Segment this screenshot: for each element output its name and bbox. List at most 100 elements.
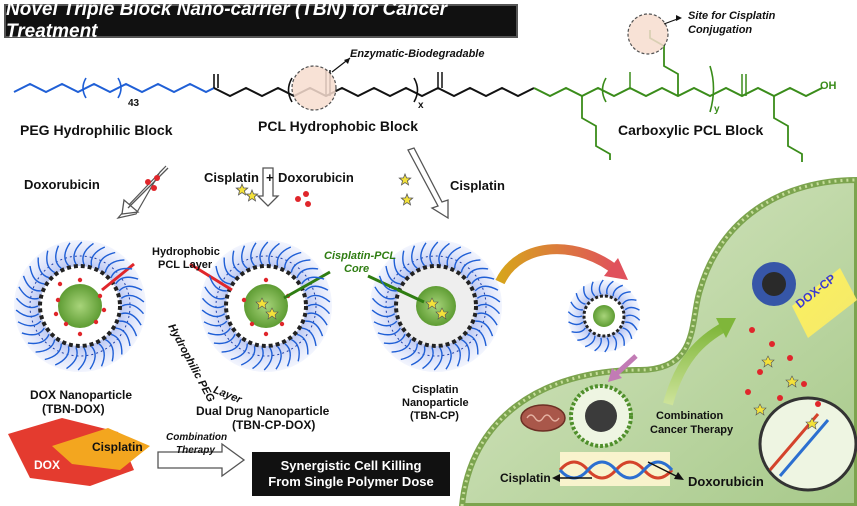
peg-brush-strand — [55, 245, 62, 269]
combination-arrow — [157, 442, 246, 478]
peg-brush-strand — [460, 259, 481, 273]
pcl-block-label: PCL Hydrophobic Block — [258, 118, 418, 134]
peg-brush-strand — [618, 331, 625, 346]
peg-brush-strand — [594, 337, 602, 352]
dual-np-line1: Dual Drug Nanoparticle — [196, 404, 330, 418]
peg-brush-strand — [422, 347, 434, 370]
peg-brush-strand — [454, 343, 461, 367]
cp-np-line3: (TBN-CP) — [410, 410, 459, 422]
peg-brush-strand — [371, 297, 395, 309]
peg-brush-strand — [411, 245, 418, 269]
peg-brush-strand — [460, 338, 470, 362]
peg-brush-strand — [17, 320, 42, 327]
peg-brush-strand — [617, 291, 631, 300]
peg-brush-strand — [575, 292, 586, 305]
cisplatin-core-line2: Core — [344, 263, 370, 275]
peg-brush-strand — [46, 250, 56, 274]
combination-line1: Combination — [166, 432, 228, 443]
peg-brush-strand — [571, 327, 587, 334]
peg-brush-strand — [15, 297, 39, 309]
enzymatic-label: Enzymatic-Biodegradable — [350, 48, 485, 60]
peg-brush-strand — [378, 275, 397, 292]
peg-brush-strand — [445, 345, 452, 370]
cisplatin-star-1 — [245, 188, 259, 202]
peg-brush-strand — [374, 286, 395, 300]
cell-combo-line2: Cancer Therapy — [650, 424, 734, 436]
peg-brush-strand — [466, 267, 489, 278]
dox-np-line2: (TBN-DOX) — [42, 402, 105, 416]
peg-brush-strand — [476, 294, 501, 303]
peg-brush-strand — [221, 339, 242, 353]
synergy-box: Synergistic Cell Killing From Single Pol… — [252, 452, 450, 496]
peg-brush-strand — [307, 303, 331, 315]
cisplatin-star-3 — [400, 192, 414, 206]
cell-scene — [458, 176, 857, 506]
peg-brush-strand — [583, 286, 590, 301]
peg-brush-strand — [66, 347, 78, 370]
peg-brush-strand — [383, 334, 406, 345]
peg-brush-strand — [377, 327, 401, 336]
y-subscript: y — [714, 104, 720, 115]
peg-brush-strand — [433, 347, 443, 371]
peg-brush-strand — [290, 338, 300, 362]
cp-np-line2: Nanoparticle — [402, 397, 469, 409]
peg-brush-strand — [625, 321, 638, 331]
peg-brush-strand — [606, 280, 614, 295]
peg-brush-strand — [223, 257, 236, 279]
peg-brush-strand — [301, 327, 317, 347]
peg-brush-strand — [577, 332, 591, 341]
dox-dots-1 — [145, 175, 160, 191]
x-subscript: x — [418, 100, 424, 111]
peg-brush-strand — [201, 309, 226, 318]
peg-brush-strand — [438, 242, 450, 265]
peg-brush-strand — [429, 241, 439, 265]
peg-brush-strand — [624, 306, 640, 311]
dox-np-line1: DOX Nanoparticle — [30, 388, 133, 402]
arrow-cp-down — [407, 147, 449, 220]
peg-brush-strand — [466, 333, 479, 355]
peg-brush-strand — [119, 320, 138, 337]
cisplatin-star-2 — [398, 172, 412, 186]
peg-brush-strand — [121, 312, 142, 326]
hydrophobic-label-line1: Hydrophobic — [152, 246, 220, 258]
plus-label: + — [266, 170, 274, 185]
peg-brush-strand — [296, 333, 309, 355]
peg-brush-strand — [90, 246, 106, 266]
peg-brush-strand — [110, 267, 133, 278]
dox-dots-2 — [295, 191, 311, 207]
peg-brush-strand — [241, 245, 248, 269]
peg-brush-strand — [118, 285, 143, 292]
peg-brush-strand — [121, 303, 145, 315]
cp-np-line1: Cisplatin — [412, 384, 459, 396]
peg-brush-strand — [305, 320, 324, 337]
doxorubicin-combo-label: Doxorubicin — [278, 170, 354, 185]
peg-brush-strand — [104, 338, 114, 362]
nanoparticle-tbn-dox — [14, 240, 146, 372]
peg-brush-strand — [73, 241, 83, 265]
peg-brush-strand — [104, 259, 125, 273]
hydrophobic-label-line2: PCL Layer — [158, 259, 213, 271]
peg-brush-strand — [598, 279, 604, 295]
peg-brush-strand — [115, 276, 139, 285]
peg-brush-strand — [284, 343, 291, 367]
site-label-line1: Site for Cisplatin — [688, 10, 776, 22]
handshake-dox: DOX — [34, 458, 61, 472]
cisplatin-core-line1: Cisplatin-PCL — [324, 250, 397, 262]
enzymatic-site-circle — [291, 65, 337, 111]
peg-brush-strand — [584, 335, 596, 348]
synergy-line1: Synergistic Cell Killing — [280, 458, 422, 473]
peg-brush-strand — [475, 320, 494, 337]
peg-brush-strand — [250, 242, 257, 267]
peg-brush-strand — [446, 246, 462, 266]
peg-brush-strand — [612, 335, 618, 351]
cell-cisplatin-label: Cisplatin — [500, 471, 551, 485]
peg-brush-strand — [18, 286, 39, 300]
peg-brush-strand — [568, 321, 584, 326]
peg-brush-strand — [22, 275, 41, 292]
peg-brush-strand — [44, 343, 62, 361]
peg-brush-strand — [213, 334, 236, 345]
nanoparticle-tbn-cp-dox — [200, 240, 332, 372]
cisplatin-combo-label: Cisplatin — [204, 170, 259, 185]
